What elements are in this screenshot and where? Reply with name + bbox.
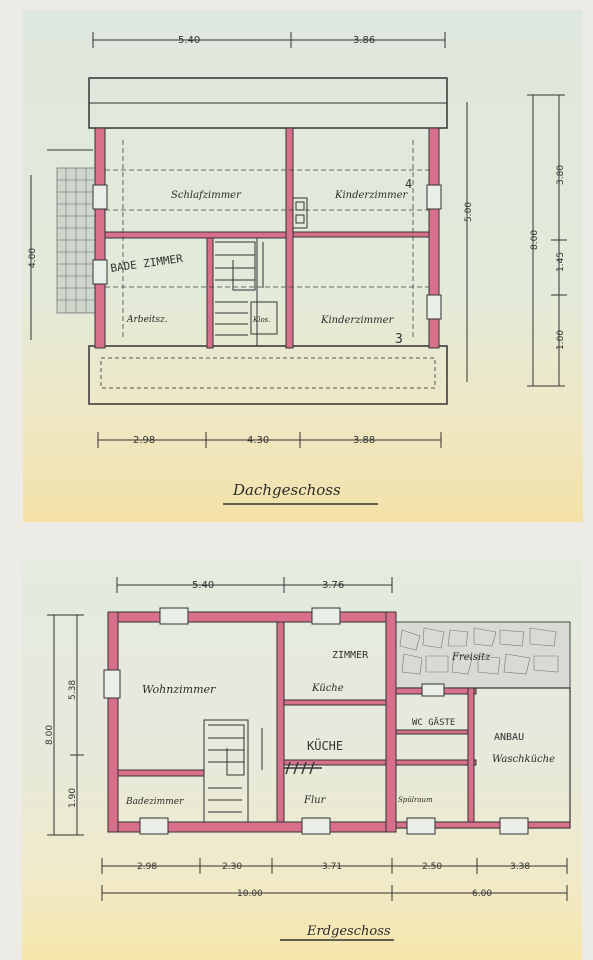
ground-dim-bottom-5: 3.38 — [510, 862, 530, 872]
room-freisitz: Freisitz — [451, 652, 491, 663]
pen-label-wc-gaeste: WC GÄSTE — [412, 717, 455, 728]
ground-dim-top-1: 5.40 — [192, 580, 214, 591]
room-klos: Klos. — [252, 316, 271, 324]
ground-dim-top-2: 3.76 — [322, 580, 344, 591]
ground-title: Erdgeschoss — [306, 924, 391, 939]
attic-dim-bottom-1: 2.98 — [133, 435, 155, 446]
room-badezimmer: Badezimmer — [125, 797, 184, 807]
room-spuelraum: Spülraum — [398, 796, 433, 804]
attic-title: Dachgeschoss — [232, 481, 341, 499]
attic-dim-right-2: 1.45 — [556, 252, 566, 272]
ground-dim-bottom-4: 2.50 — [422, 862, 442, 872]
pen-label-zimmer: ZIMMER — [332, 650, 369, 661]
attic-dim-right-1: 3.80 — [556, 165, 566, 185]
room-waschkueche: Waschküche — [492, 754, 555, 765]
attic-dim-mid: 5.00 — [464, 202, 474, 222]
pen-label-kueche: KÜCHE — [307, 737, 343, 753]
ground-dim-bottom-2: 2.30 — [222, 862, 242, 872]
room-kueche: Küche — [311, 683, 344, 694]
attic-dim-top-2: 3.86 — [353, 35, 375, 46]
attic-dim-right-3: 1.00 — [556, 330, 566, 350]
attic-dim-right-total: 8.00 — [530, 230, 540, 250]
attic-plan-drawing: 5.40 3.86 2.98 4.30 3.88 3.80 1.45 1.00 … — [28, 32, 567, 505]
ground-dim-bottom-1: 2.98 — [137, 862, 157, 872]
room-bade-zimmer: BADE ZIMMER — [110, 252, 184, 275]
attic-plan-sheet: 5.40 3.86 2.98 4.30 3.88 3.80 1.45 1.00 … — [23, 10, 583, 522]
pen-number-4: 4 — [405, 177, 412, 191]
ground-plan-sheet: 5.40 3.76 2.98 2.30 3.71 2.50 3.38 10.00… — [22, 560, 582, 960]
ground-dim-left-1: 5.38 — [68, 680, 78, 700]
pen-number-3: 3 — [395, 332, 403, 347]
room-kinderzimmer-1: Kinderzimmer — [334, 190, 409, 201]
attic-dim-top-1: 5.40 — [178, 35, 200, 46]
attic-dim-left: 4.00 — [28, 248, 38, 268]
ground-dim-left-total: 8.00 — [45, 725, 55, 745]
ground-dim-bottom-3: 3.71 — [322, 862, 342, 872]
pen-label-anbau: ANBAU — [494, 732, 524, 743]
room-arbeitsz: Arbeitsz. — [126, 315, 168, 325]
room-wohnzimmer: Wohnzimmer — [142, 683, 216, 696]
attic-dim-bottom-2: 4.30 — [247, 435, 269, 446]
ground-dim-total-1: 10.00 — [237, 889, 263, 899]
ground-dim-left-2: 1.90 — [68, 788, 78, 808]
attic-dim-bottom-3: 3.88 — [353, 435, 375, 446]
room-flur: Flur — [303, 795, 327, 806]
room-kinderzimmer-2: Kinderzimmer — [320, 315, 395, 326]
ground-dim-total-2: 6.00 — [472, 889, 492, 899]
room-schlafzimmer: Schlafzimmer — [171, 190, 242, 201]
ground-plan-drawing: 5.40 3.76 2.98 2.30 3.71 2.50 3.38 10.00… — [45, 577, 571, 941]
